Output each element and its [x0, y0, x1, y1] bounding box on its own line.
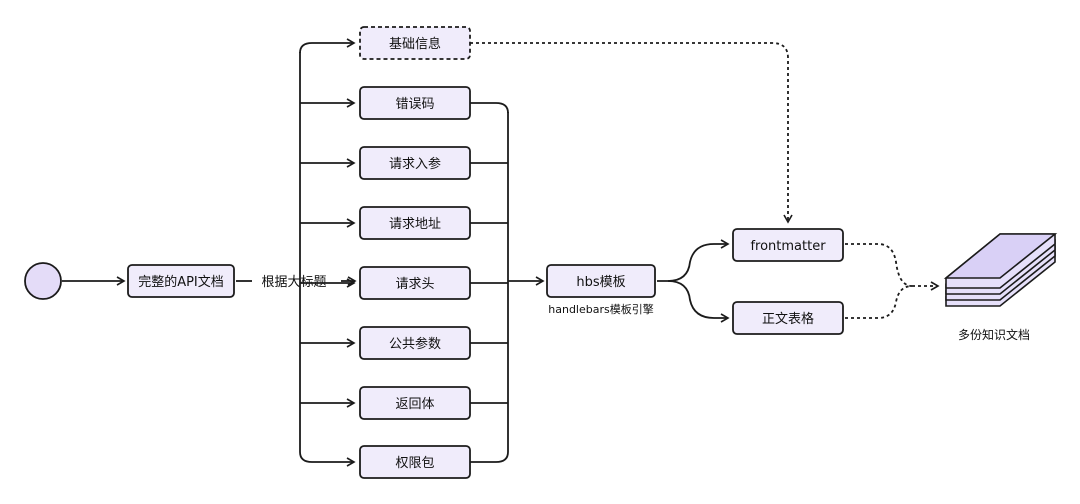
to-frontmatter-connector	[657, 239, 730, 282]
template-node-caption: handlebars模板引擎	[548, 302, 653, 316]
frontmatter-box	[732, 228, 844, 262]
frontmatter-label: frontmatter	[750, 239, 826, 254]
frontmatter-to-docs-connector	[845, 243, 913, 287]
body-table-to-docs-connector	[845, 285, 913, 319]
section-merge-connector	[470, 102, 509, 114]
body-table-label: 正文表格	[762, 311, 814, 327]
section-branch-arrow	[299, 38, 356, 54]
source-node-label: 完整的API文档	[138, 274, 224, 290]
section-label: 公共参数	[389, 336, 441, 352]
section-label: 基础信息	[389, 36, 441, 52]
section-merge-connector	[470, 451, 509, 463]
result-label: 多份知识文档	[958, 327, 1030, 342]
section-label: 请求头	[395, 277, 434, 292]
section-branch-arrow	[299, 451, 356, 467]
template-node-title: hbs模板	[576, 275, 625, 290]
template-node-box	[546, 264, 656, 298]
basic-info-to-frontmatter-connector	[470, 42, 793, 224]
section-label: 返回体	[395, 397, 434, 412]
stacked-documents-icon	[943, 233, 1058, 307]
section-label: 请求地址	[389, 217, 441, 232]
body-table-box	[732, 301, 844, 335]
split-label: 根据大标题	[261, 275, 326, 290]
source-node-box	[127, 264, 235, 298]
section-label: 错误码	[395, 97, 434, 112]
start-node	[24, 262, 62, 300]
section-label: 请求入参	[389, 156, 441, 172]
to-body-table-connector	[667, 280, 730, 323]
section-label: 权限包	[395, 455, 434, 471]
